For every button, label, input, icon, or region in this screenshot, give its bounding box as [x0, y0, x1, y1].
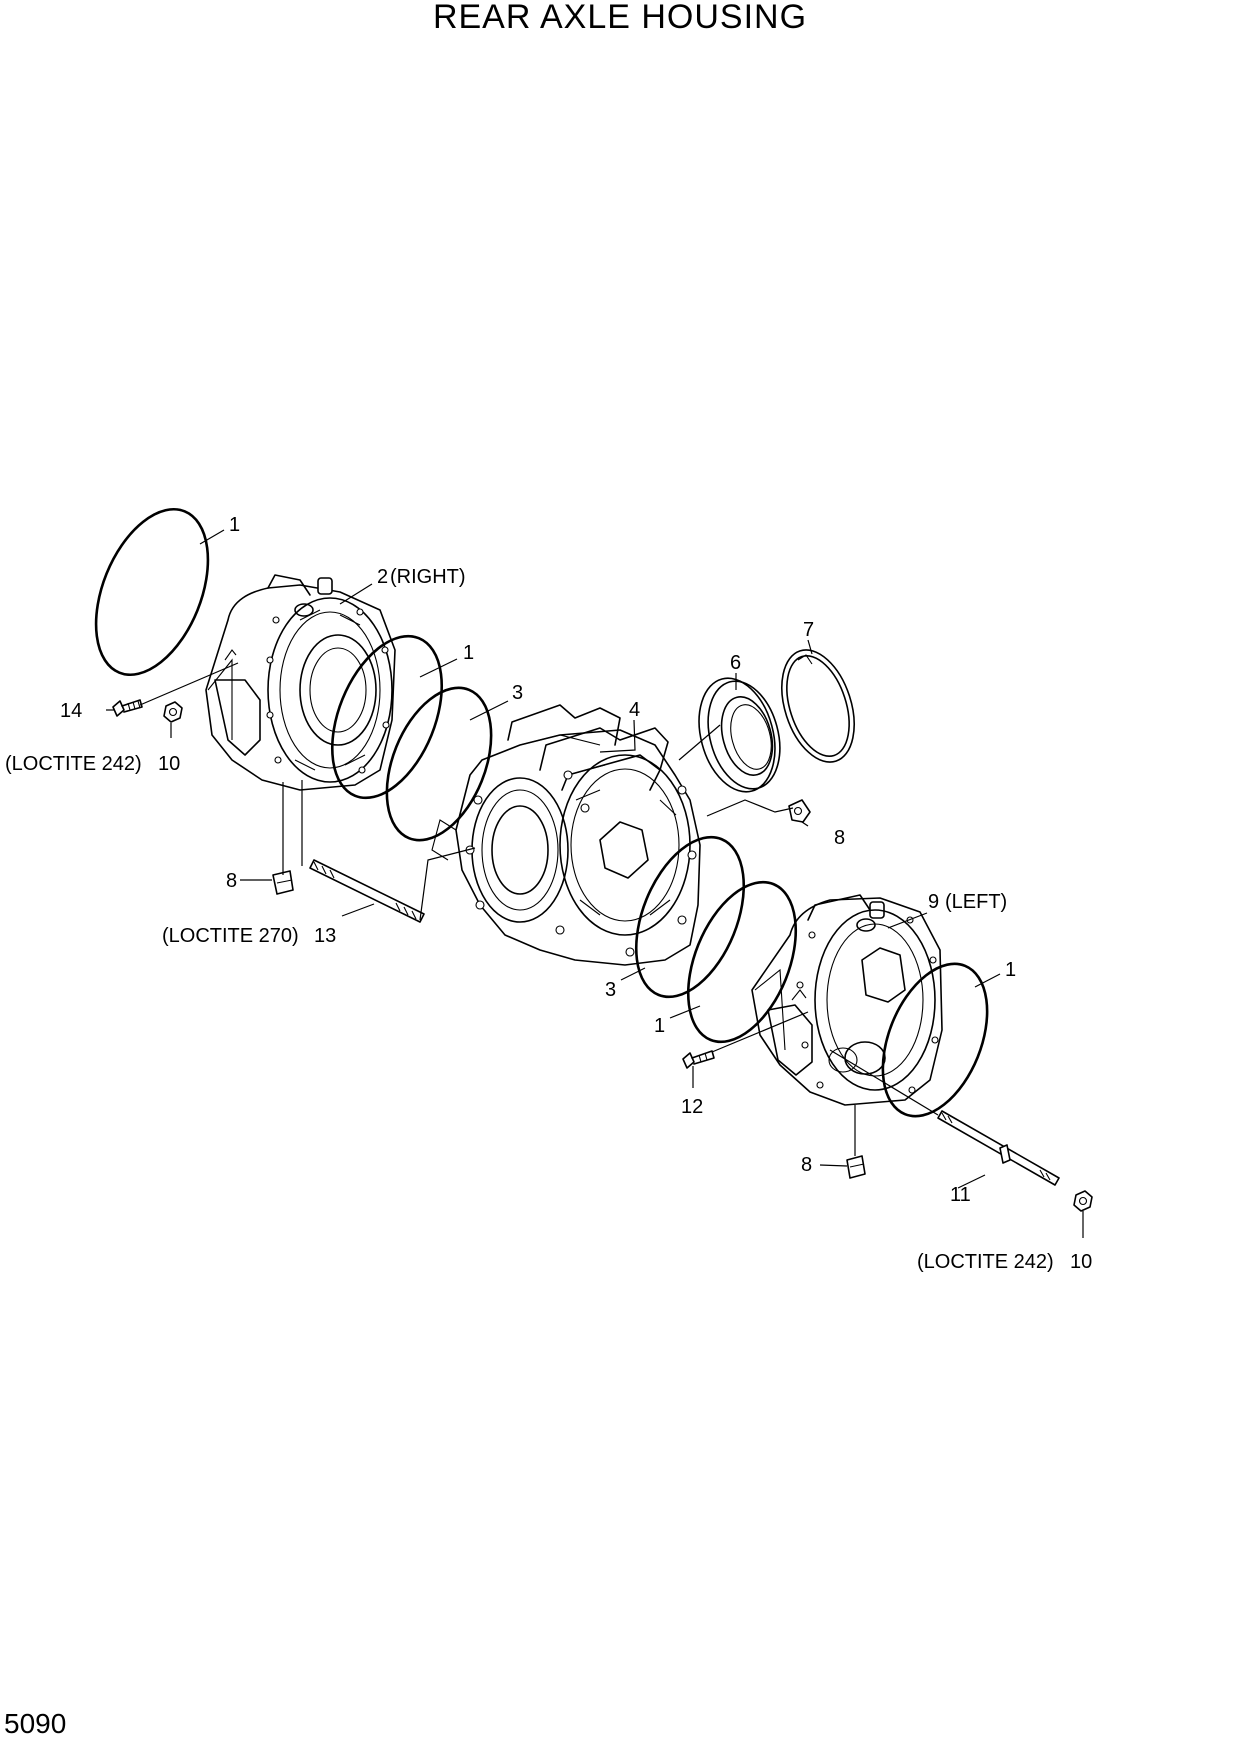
- callout-3-right: 3: [512, 682, 523, 704]
- nut-10-bottom: [1073, 1190, 1093, 1212]
- plug-8-a: [272, 870, 294, 895]
- callout-13-note: (LOCTITE 270): [162, 925, 299, 947]
- callout-1-bottom: 1: [1005, 959, 1016, 981]
- snap-ring-7: [781, 649, 855, 763]
- callouts: 1 2 (RIGHT) 1 3 4 6 7 14 (LOCTITE 242) 1…: [5, 514, 1092, 1273]
- leader-lines: [106, 529, 1084, 1238]
- stud-13: [309, 859, 425, 923]
- left-housing: [751, 894, 943, 1106]
- callout-10-note-top: (LOCTITE 242): [5, 753, 142, 775]
- callout-10-note-bottom: (LOCTITE 242): [917, 1251, 1054, 1273]
- seal-3-right: [385, 686, 493, 842]
- callout-1-left: 1: [654, 1015, 665, 1037]
- o-ring-1-top: [94, 507, 210, 677]
- seal-6: [698, 677, 781, 793]
- bolt-14: [112, 699, 143, 717]
- o-ring-1-left: [686, 880, 798, 1044]
- callout-8-bottom: 8: [801, 1154, 812, 1176]
- callout-12: 12: [681, 1096, 703, 1118]
- callout-9-note: (LEFT): [945, 891, 1007, 913]
- plug-8-c: [846, 1155, 866, 1179]
- callout-6: 6: [730, 652, 741, 674]
- callout-3-left: 3: [605, 979, 616, 1001]
- callout-11: 11: [950, 1184, 971, 1206]
- callout-4: 4: [629, 699, 640, 721]
- seal-3-left: [634, 835, 746, 999]
- o-ring-1-bottom: [881, 962, 989, 1118]
- stud-11: [937, 1110, 1060, 1186]
- callout-1-right: 1: [463, 642, 474, 664]
- callout-7: 7: [803, 619, 814, 641]
- callout-2-note: (RIGHT): [390, 566, 466, 588]
- page-number: 5090: [4, 1708, 67, 1739]
- callout-2: 2: [377, 566, 388, 588]
- o-ring-1-right: [330, 634, 444, 800]
- page-title: REAR AXLE HOUSING: [432, 0, 808, 36]
- callout-14: 14: [60, 700, 82, 722]
- nut-10-top: [163, 701, 183, 723]
- callout-10-top: 10: [158, 753, 180, 775]
- callout-13: 13: [314, 925, 336, 947]
- plug-8-b: [788, 799, 811, 823]
- right-housing: [205, 574, 396, 791]
- center-housing: [431, 704, 701, 966]
- callout-1-top: 1: [229, 514, 240, 536]
- callout-8-right: 8: [834, 827, 845, 849]
- bolt-12: [682, 1050, 715, 1069]
- callout-10-bottom: 10: [1070, 1251, 1092, 1273]
- callout-8-left: 8: [226, 870, 237, 892]
- callout-9: 9: [928, 891, 939, 913]
